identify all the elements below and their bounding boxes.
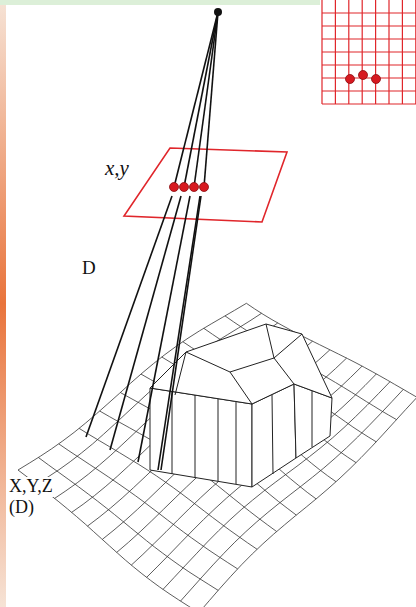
distance-label: (D)	[7, 498, 36, 518]
object-coords-label: X,Y,Z	[7, 477, 55, 497]
image-coords-label: x,y	[103, 157, 131, 180]
top-band	[0, 0, 320, 5]
projection-rays	[86, 12, 218, 470]
terrain-mesh	[18, 303, 416, 607]
edge-strip	[0, 0, 6, 607]
pixel-grid	[322, 0, 416, 104]
projection-center	[214, 8, 222, 16]
image-points	[170, 183, 209, 192]
distance-label: D	[80, 258, 98, 279]
pixel-dots	[346, 71, 381, 84]
